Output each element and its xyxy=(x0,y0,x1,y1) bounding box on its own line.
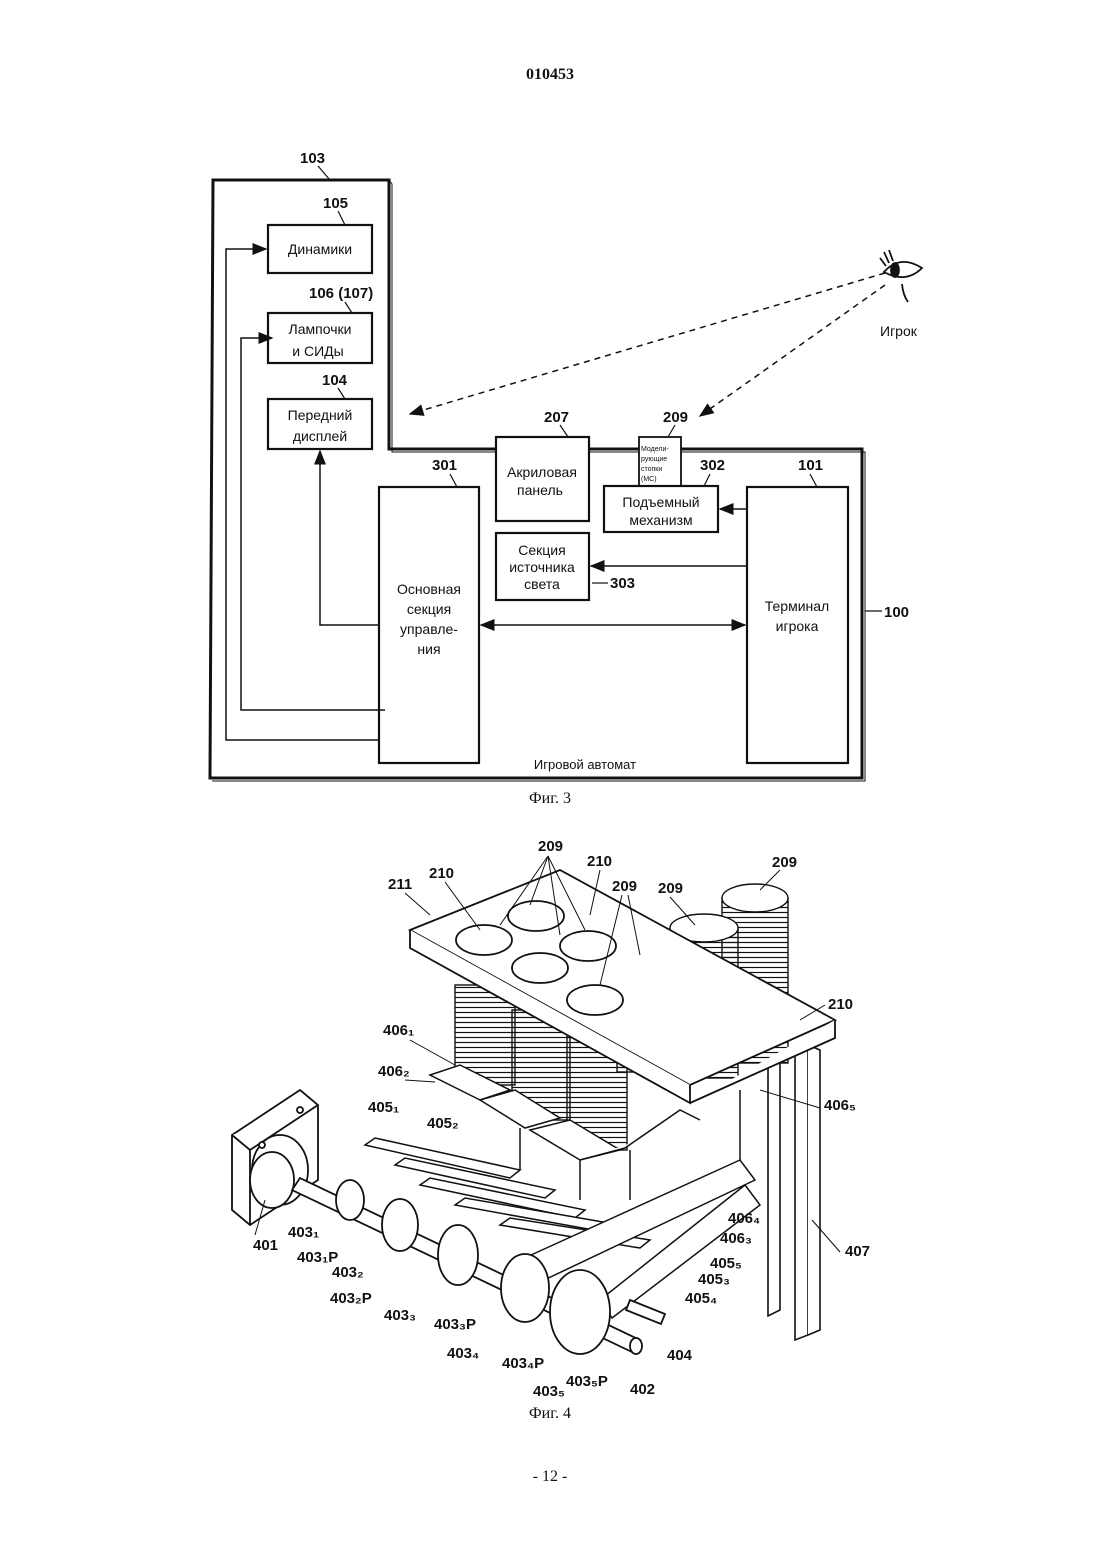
label-402: 402 xyxy=(630,1381,655,1398)
label-210-right: 210 xyxy=(828,996,853,1013)
label-403-5p: 403₅P xyxy=(566,1373,608,1390)
label-403-2p: 403₂P xyxy=(330,1290,372,1307)
label-406-1: 406₁ xyxy=(383,1022,414,1039)
label-406-2: 406₂ xyxy=(378,1063,410,1080)
label-401: 401 xyxy=(253,1237,278,1254)
label-403-4: 403₄ xyxy=(447,1345,479,1362)
label-403-3: 403₃ xyxy=(384,1307,416,1324)
label-405-5: 405₅ xyxy=(710,1255,742,1272)
label-403-3p: 403₃P xyxy=(434,1316,476,1333)
label-403-1: 403₁ xyxy=(288,1224,319,1241)
label-405-3: 405₃ xyxy=(698,1271,730,1288)
label-209-mid: 209 xyxy=(612,878,637,895)
label-403-4p: 403₄P xyxy=(502,1355,544,1372)
label-403-2: 403₂ xyxy=(332,1264,364,1281)
label-407: 407 xyxy=(845,1243,870,1260)
label-403-5: 403₅ xyxy=(533,1383,565,1400)
figure-4-mechanism-drawing: 209 210 210 209 209 209 211 210 406₁ 406… xyxy=(0,0,1100,1420)
figure-4-caption: Фиг. 4 xyxy=(0,1405,1100,1423)
label-406-3: 406₃ xyxy=(720,1230,752,1247)
label-405-2: 405₂ xyxy=(427,1115,459,1132)
label-405-1: 405₁ xyxy=(368,1099,399,1116)
label-210-left: 210 xyxy=(429,865,454,882)
label-406-5: 406₅ xyxy=(824,1097,856,1114)
page-number: - 12 - xyxy=(0,1468,1100,1486)
label-209-right1: 209 xyxy=(658,880,683,897)
label-405-4: 405₄ xyxy=(685,1290,717,1307)
motor-401 xyxy=(232,1090,318,1225)
label-404: 404 xyxy=(667,1347,693,1364)
label-209-top: 209 xyxy=(538,838,563,855)
label-209-right2: 209 xyxy=(772,854,797,871)
label-406-4: 406₄ xyxy=(728,1210,760,1227)
vertical-rail-407 xyxy=(768,1045,820,1340)
label-211: 211 xyxy=(388,876,412,893)
label-210-mid: 210 xyxy=(587,853,612,870)
